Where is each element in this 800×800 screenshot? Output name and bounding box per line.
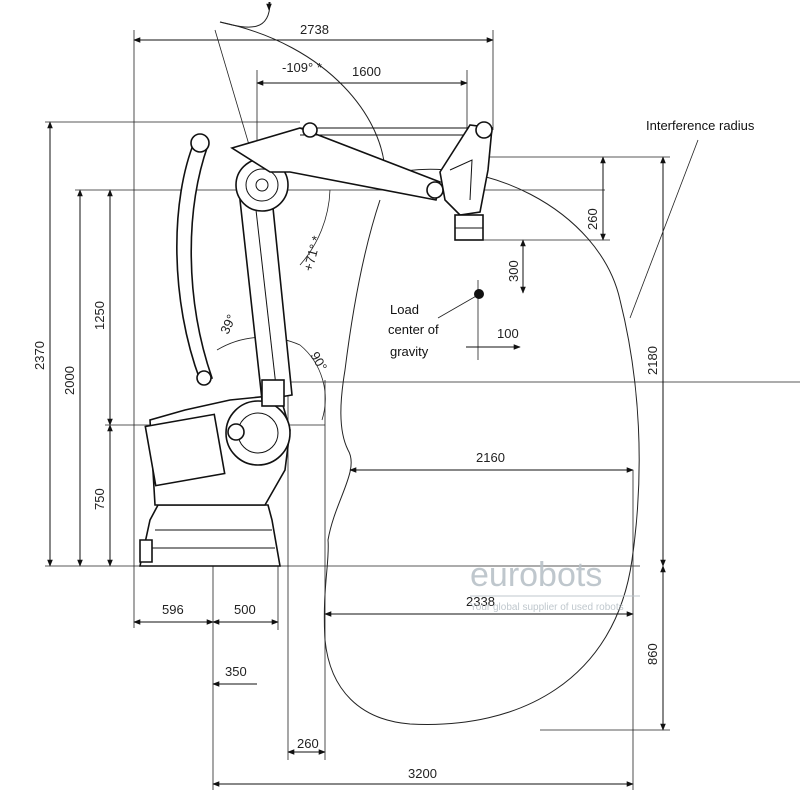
load-cog-marker <box>474 289 484 299</box>
dim-angle-lower2: 90° <box>307 349 330 374</box>
eurobots-watermark: eurobots Your global supplier of used ro… <box>470 556 640 613</box>
dim-height-total: 2370 <box>32 341 47 370</box>
watermark-logo-text: eurobots <box>470 556 602 594</box>
interference-radius-label: Interference radius <box>646 118 755 133</box>
dim-base-rear: 596 <box>162 602 184 617</box>
robot-rear-link <box>176 138 214 381</box>
robot-base <box>139 504 281 567</box>
load-label-line1: Load <box>390 302 419 317</box>
dim-base-axis: 350 <box>225 664 247 679</box>
dim-top-reach: 2738 <box>300 22 329 37</box>
robot-wrist <box>439 124 493 216</box>
load-cog-leader <box>437 294 479 319</box>
dim-angle-back: -109° * <box>282 60 322 75</box>
load-label-line2: center of <box>388 322 439 337</box>
load-cog-label: Load center of gravity <box>388 302 439 359</box>
watermark-subtitle: Your global supplier of used robots <box>470 602 624 613</box>
dim-reach-low: 2338 <box>466 594 495 609</box>
dim-load-vertical: 300 <box>506 260 521 282</box>
dim-bottom-total: 3200 <box>408 766 437 781</box>
dim-base-front: 500 <box>234 602 256 617</box>
dim-height-base: 750 <box>92 488 107 510</box>
dimension-lines <box>47 2 666 787</box>
dim-height-mid: 1250 <box>92 301 107 330</box>
dim-arm-reach: 1600 <box>352 64 381 79</box>
dim-bottom-offset: 260 <box>297 736 319 751</box>
dim-flange-offset: 260 <box>585 208 600 230</box>
dim-height-lower-right: 860 <box>645 643 660 665</box>
dim-load-horizontal: 100 <box>497 326 519 341</box>
dim-reach-mid: 2160 <box>476 450 505 465</box>
dim-angle-forward: +71° * <box>300 234 324 273</box>
dim-angle-lower: 39° <box>217 312 239 336</box>
robot-arm <box>139 121 493 567</box>
dim-height-axis: 2000 <box>62 366 77 395</box>
dimension-labels: 2738 1600 -109° * +71° * 39° 90° 2370 20… <box>32 22 660 781</box>
dim-height-upper-right: 2180 <box>645 346 660 375</box>
load-label-line3: gravity <box>390 344 429 359</box>
interference-leader <box>629 139 699 319</box>
